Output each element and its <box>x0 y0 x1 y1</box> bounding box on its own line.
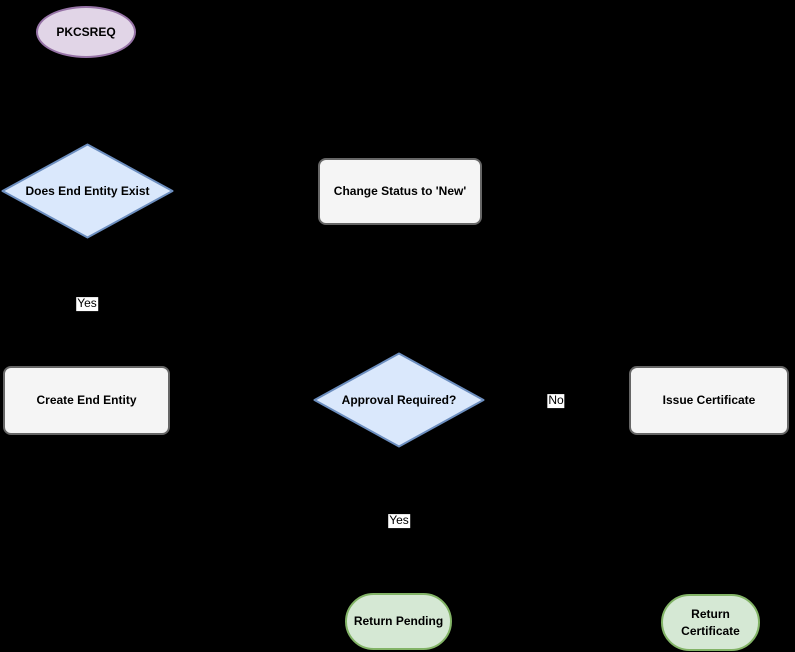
process-node-create-end-entity: Create End Entity <box>3 366 170 435</box>
decision-node-label: Approval Required? <box>341 392 457 407</box>
start-node-label: PKCSREQ <box>56 24 116 39</box>
edge-label-yes-approval: Yes <box>388 513 410 528</box>
process-node-change-status-new: Change Status to 'New' <box>318 158 482 225</box>
edge-label-yes-entity-exists: Yes <box>76 296 98 311</box>
terminal-node-return-pending: Return Pending <box>345 593 452 650</box>
decision-node-approval-required: Approval Required? <box>313 352 485 448</box>
decision-node-does-end-entity-exist: Does End Entity Exist <box>1 143 174 239</box>
diamond-shape <box>313 352 485 448</box>
start-node-pkcsreq: PKCSREQ <box>36 6 136 58</box>
terminal-node-label: Return Certificate <box>681 606 740 638</box>
edge-label-no-approval: No <box>547 393 565 408</box>
process-node-label: Issue Certificate <box>662 393 756 408</box>
terminal-node-return-certificate: Return Certificate <box>661 594 760 651</box>
process-node-issue-certificate: Issue Certificate <box>629 366 789 435</box>
process-node-label: Change Status to 'New' <box>333 184 467 199</box>
process-node-label: Create End Entity <box>36 393 137 408</box>
diamond-shape <box>1 143 174 239</box>
terminal-node-label: Return Pending <box>353 614 444 629</box>
decision-node-label: Does End Entity Exist <box>25 183 150 198</box>
